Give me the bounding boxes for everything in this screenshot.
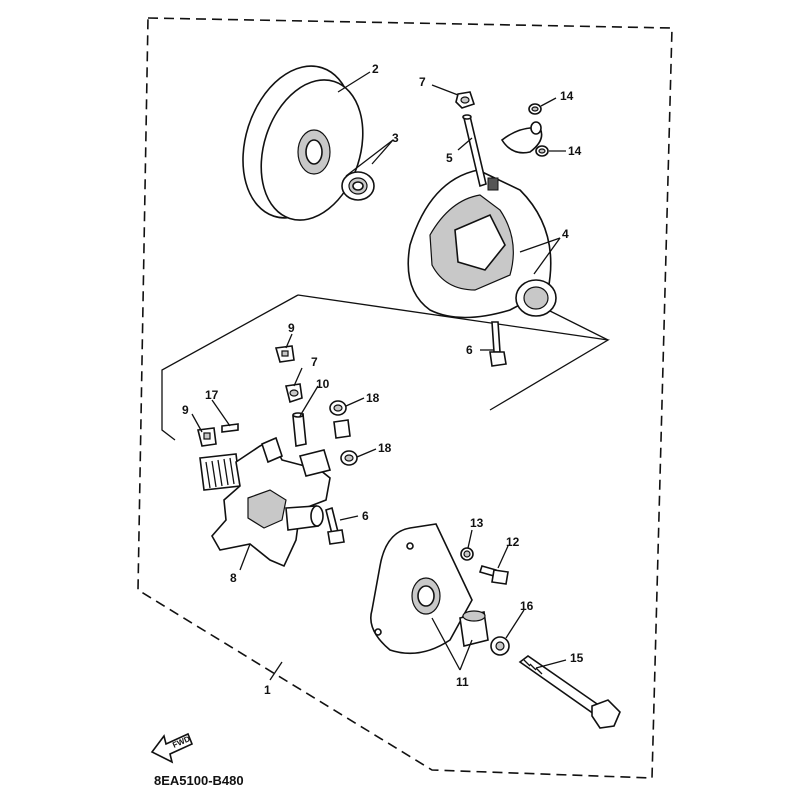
slider-part-9-lower: [197, 427, 217, 447]
callout-14-upper: 14: [560, 89, 574, 103]
callout-16: 16: [520, 599, 534, 613]
spider-part-8: [199, 436, 332, 568]
leader-lines: [191, 71, 567, 681]
cap-part-4: [407, 169, 557, 319]
fwd-arrow-icon: FWD: [150, 732, 194, 764]
bolt-part-15: [518, 655, 621, 729]
callout-13: 13: [470, 516, 484, 530]
callout-2: 2: [372, 62, 379, 76]
rollers-part-18: [329, 400, 358, 466]
washers-part-14: [500, 103, 549, 157]
callout-8: 8: [230, 571, 237, 585]
cover-part-11: [370, 523, 489, 655]
slider-part-9-upper: [274, 345, 295, 363]
washer-part-16: [490, 636, 510, 656]
bolt-part-6-lower: [325, 506, 345, 545]
callout-6-lower: 6: [362, 509, 369, 523]
sheave-part-2: [242, 65, 364, 221]
callout-17: 17: [205, 388, 219, 402]
assembly-boundary: [137, 17, 673, 779]
bushing-part-3: [341, 171, 375, 201]
callout-15: 15: [570, 651, 584, 665]
bolt-part-12: [478, 565, 509, 585]
pin-part-17: [221, 423, 239, 433]
callout-7-upper: 7: [419, 75, 426, 89]
callout-9-upper: 9: [288, 321, 295, 335]
pin-part-10: [292, 412, 307, 447]
pin-part-5: [462, 114, 487, 188]
group-frame-lines: [161, 294, 610, 441]
callout-7-lower: 7: [311, 355, 318, 369]
callout-11: 11: [456, 675, 469, 689]
callout-labels: 2 3 7 5 14 14 4 6 9 7 10 18 18 17 9 6 8 …: [182, 62, 584, 697]
callout-18-upper: 18: [366, 391, 380, 405]
drawing-code: 8EA5100-B480: [154, 773, 244, 788]
callout-10: 10: [316, 377, 330, 391]
nut-part-7-lower: [285, 383, 303, 404]
bolt-part-6-upper: [489, 321, 507, 367]
callout-9-lower: 9: [182, 403, 189, 417]
callout-18-lower: 18: [378, 441, 392, 455]
washer-part-13: [460, 547, 474, 561]
nut-part-7-upper: [455, 91, 476, 109]
callout-14-lower: 14: [568, 144, 582, 158]
callout-5: 5: [446, 151, 453, 165]
callout-12: 12: [506, 535, 520, 549]
callout-6-upper: 6: [466, 343, 473, 357]
callout-4: 4: [562, 227, 569, 241]
callout-3: 3: [392, 131, 399, 145]
callout-1: 1: [264, 683, 271, 697]
